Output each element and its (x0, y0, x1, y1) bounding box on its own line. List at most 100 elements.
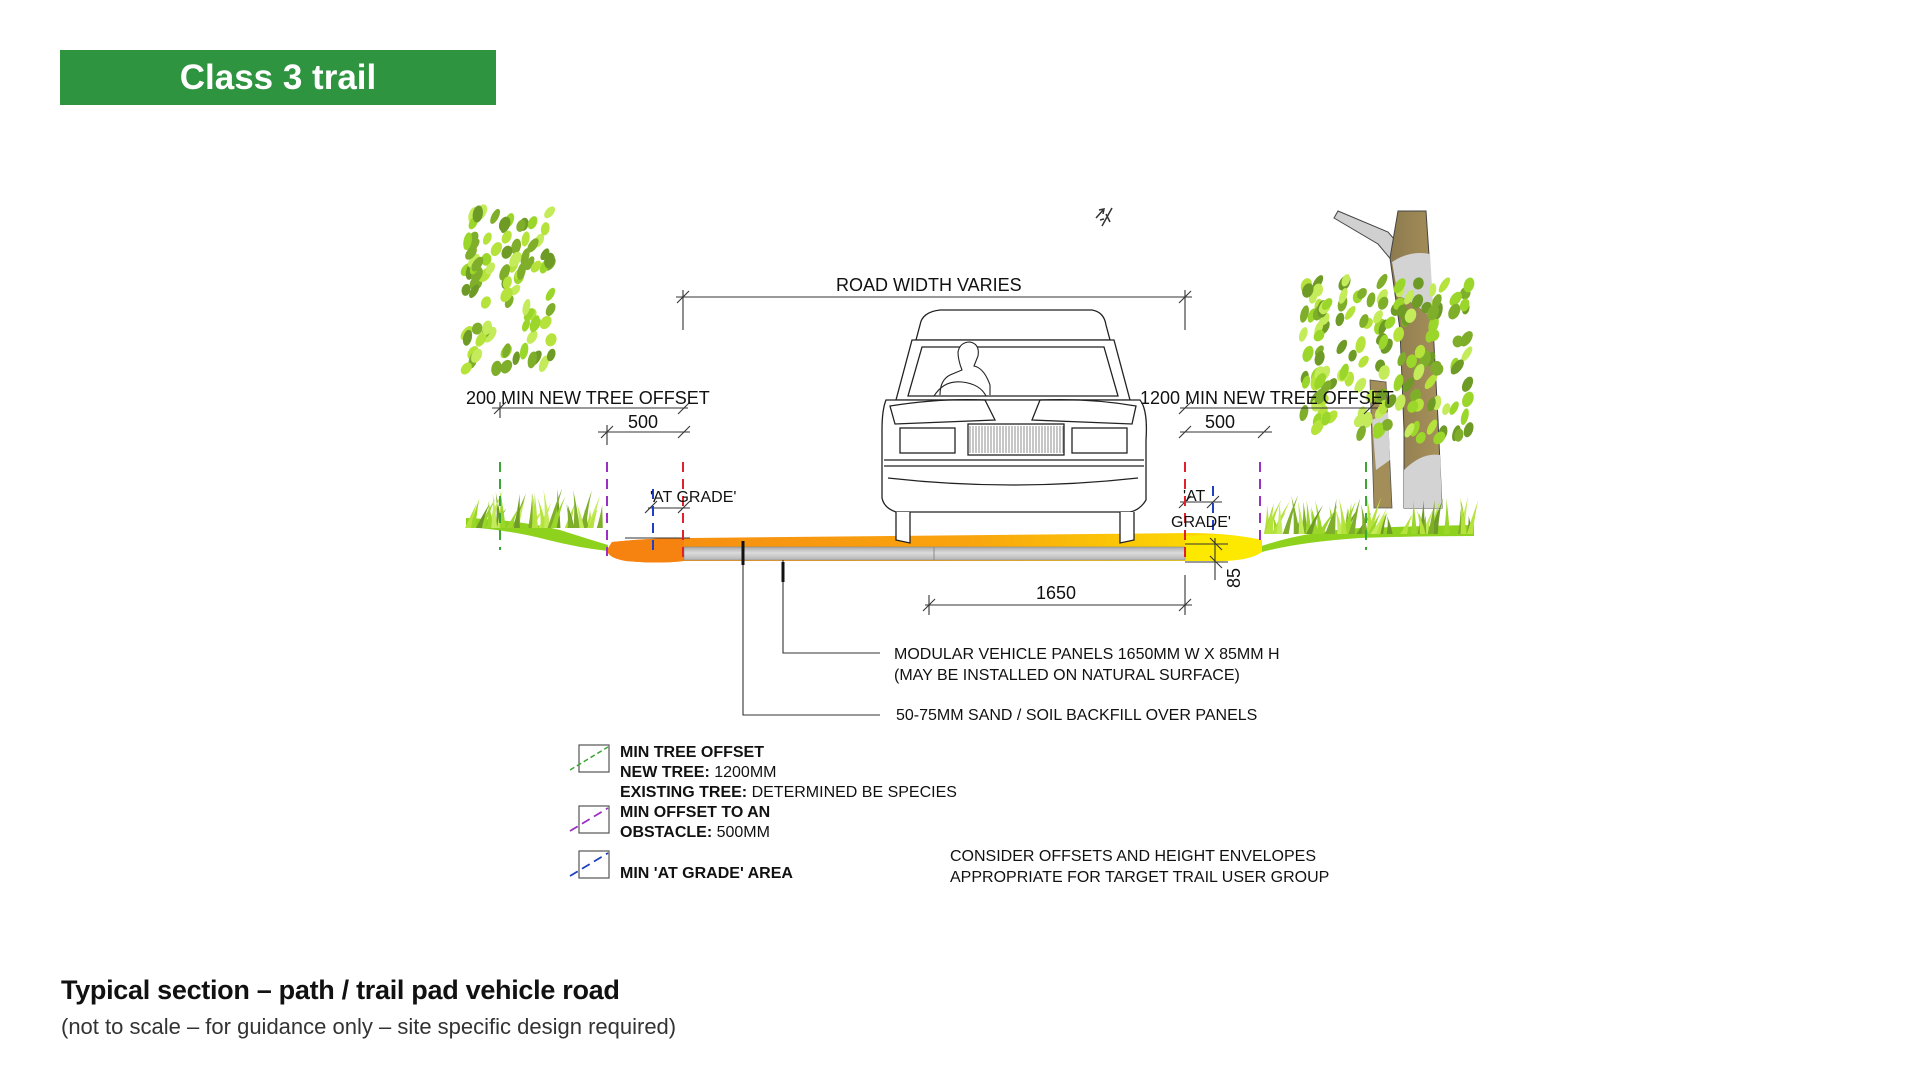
leaf (1354, 377, 1367, 393)
grass-blade (1305, 500, 1312, 534)
legend-new-tree-key: NEW TREE: (620, 764, 710, 781)
right-tree-offset-label: 1200 MIN NEW TREE OFFSET (1140, 388, 1394, 408)
leaf (501, 230, 512, 244)
grass-blade (537, 497, 547, 528)
legend-at-grade-title: MIN 'AT GRADE' AREA (620, 865, 793, 882)
leaf (516, 262, 527, 280)
grass-blade (1317, 510, 1336, 534)
section-subtitle: (not to scale – for guidance only – site… (61, 1014, 677, 1039)
grass-blade (1416, 509, 1426, 534)
grass-blade (531, 493, 538, 528)
leaf (540, 248, 550, 261)
legend-item-obstacle: MIN OFFSET TO AN OBSTACLE: 500MM (569, 804, 770, 841)
left-at-grade-label: 'AT GRADE' (650, 489, 736, 506)
leaf (1432, 294, 1442, 309)
leaf (482, 232, 492, 245)
grass-blade (1338, 498, 1348, 534)
leaf (1359, 314, 1369, 328)
leaf (519, 342, 529, 360)
legend-obstacle-value: 500MM (712, 824, 770, 841)
leaf (1459, 298, 1470, 312)
grass-blade (1334, 507, 1344, 534)
grass-blade (1420, 515, 1427, 534)
page-title-banner: Class 3 trail (60, 50, 496, 105)
grass-blade (1297, 500, 1305, 534)
grass-blade (547, 488, 563, 528)
right-grass-icon (1256, 494, 1479, 552)
leaf (471, 256, 484, 272)
leaf (1463, 277, 1475, 293)
svg-text:EXISTING TREE: DETERMINED BE S: EXISTING TREE: DETERMINED BE SPECIES (620, 784, 957, 801)
leaf (467, 253, 480, 268)
backfill-note: 50-75MM SAND / SOIL BACKFILL OVER PANELS (896, 707, 1257, 724)
leaf (490, 208, 501, 224)
right-at-grade-label-1: 'AT (1183, 488, 1206, 505)
legend-tree-offset-title: MIN TREE OFFSET (620, 744, 764, 761)
grass-blade (1282, 494, 1299, 534)
leaf (1355, 336, 1366, 354)
leaf (545, 333, 557, 347)
legend-obstacle-title: MIN OFFSET TO AN (620, 804, 770, 821)
grass-blade (1370, 511, 1389, 534)
legend-obstacle-key: OBSTACLE: (620, 824, 712, 841)
grass-blade (596, 505, 603, 528)
leaf (482, 320, 493, 335)
grass-blade (1306, 504, 1324, 534)
grass-blade (1400, 515, 1413, 534)
leaf (460, 362, 472, 375)
leaf (481, 253, 492, 266)
leaf (1314, 350, 1325, 366)
leaf (491, 360, 502, 377)
leaf (1449, 291, 1462, 306)
leaf (1449, 401, 1459, 415)
leaf (527, 238, 539, 253)
leaf (1452, 335, 1464, 348)
section-title: Typical section – path / trail pad vehic… (61, 975, 620, 1005)
leaf (471, 348, 483, 363)
leaf (1450, 359, 1464, 375)
leaf (526, 330, 538, 344)
leaf (1339, 363, 1349, 381)
leaf (1413, 363, 1425, 381)
grass-blade (1459, 497, 1467, 534)
leaf (1461, 346, 1473, 362)
legend-existing-tree-value: DETERMINED BE SPECIES (747, 784, 957, 801)
leaf (1430, 360, 1442, 374)
leaf (1381, 418, 1393, 431)
leaf (1393, 278, 1406, 294)
leaf (1335, 312, 1345, 327)
leaf (546, 348, 556, 362)
leaf (1348, 349, 1357, 362)
leaf (527, 351, 538, 369)
leaf (1357, 287, 1367, 300)
leaf (1338, 288, 1348, 304)
legend-existing-tree-key: EXISTING TREE: (620, 784, 747, 801)
leaf (529, 315, 540, 331)
leaf (516, 219, 526, 232)
leaf (1357, 406, 1367, 420)
leaf (545, 302, 556, 317)
right-at-grade-label-2: GRADE' (1171, 514, 1231, 531)
leaf (544, 206, 556, 219)
leaf (1402, 377, 1415, 392)
leaf (1314, 373, 1326, 390)
modular-vehicle-panels (683, 546, 1186, 561)
leaf (540, 222, 550, 236)
leaf (1406, 354, 1417, 369)
leaf (1336, 339, 1348, 355)
leaf (525, 256, 535, 271)
leaf (1438, 277, 1451, 293)
leaf (530, 260, 542, 273)
grass-blade (579, 490, 592, 528)
leaf (510, 284, 521, 296)
leaf (1442, 403, 1451, 415)
offset-guide-lines (499, 462, 1367, 560)
svg-text:OBSTACLE: 500MM: OBSTACLE: 500MM (620, 824, 770, 841)
leaf (538, 355, 550, 373)
leaf (1448, 303, 1461, 320)
leaf (1427, 397, 1436, 412)
dimension-lines (492, 290, 1378, 716)
grass-blade (550, 508, 558, 528)
page-title: Class 3 trail (179, 57, 377, 97)
